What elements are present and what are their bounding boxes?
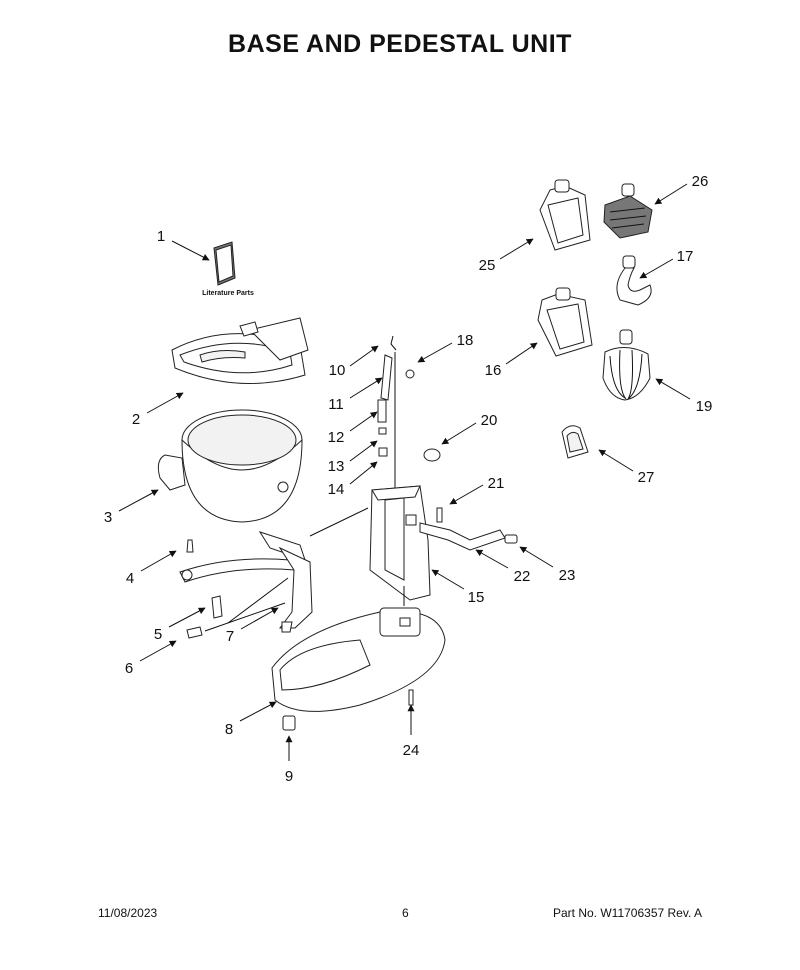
callout-number-13: 13 bbox=[328, 458, 345, 475]
callout-number-11: 11 bbox=[328, 396, 344, 413]
callout-number-6: 6 bbox=[125, 660, 133, 677]
footer-part-number: Part No. W11706357 Rev. A bbox=[553, 906, 702, 920]
footer-date: 11/08/2023 bbox=[98, 906, 158, 920]
callout-number-19: 19 bbox=[696, 398, 713, 415]
callout-number-27: 27 bbox=[638, 469, 655, 486]
callout-arrow-20 bbox=[441, 422, 477, 445]
callout-number-22: 22 bbox=[514, 568, 531, 585]
literature-booklet: Literature Parts bbox=[202, 241, 254, 297]
callout-arrow-6 bbox=[139, 640, 177, 662]
base-bolt bbox=[408, 689, 414, 706]
bowl-support bbox=[179, 531, 313, 633]
callout-number-2: 2 bbox=[132, 411, 140, 428]
callout-arrow-7 bbox=[240, 607, 279, 630]
callout-arrow-19 bbox=[655, 378, 691, 400]
callout-number-5: 5 bbox=[154, 626, 162, 643]
lift-crank bbox=[419, 507, 518, 551]
callout-arrow-16 bbox=[505, 342, 538, 365]
lift-collar bbox=[423, 448, 441, 462]
dough-hook bbox=[616, 255, 652, 306]
callout-number-20: 20 bbox=[481, 412, 498, 429]
page-title: BASE AND PEDESTAL UNIT bbox=[228, 30, 572, 58]
mixing-bowl bbox=[157, 409, 303, 523]
callout-number-14: 14 bbox=[328, 481, 345, 498]
callout-number-9: 9 bbox=[285, 768, 293, 785]
callout-arrow-22 bbox=[475, 549, 509, 569]
callout-arrow-10 bbox=[349, 345, 379, 367]
callout-arrow-11 bbox=[349, 377, 383, 399]
callout-arrow-21 bbox=[449, 484, 484, 505]
callout-arrow-5 bbox=[168, 607, 206, 628]
bracket-and-screw bbox=[186, 595, 223, 639]
callout-arrow-3 bbox=[118, 489, 159, 512]
footer-page-number: 6 bbox=[402, 906, 409, 920]
flex-edge-beater bbox=[537, 287, 593, 357]
callout-arrow-8 bbox=[239, 701, 277, 722]
callout-arrow-15 bbox=[431, 569, 465, 590]
scraper-beater bbox=[603, 183, 653, 239]
callout-arrow-27 bbox=[598, 449, 634, 472]
rubber-foot bbox=[282, 715, 296, 731]
callout-number-24: 24 bbox=[403, 742, 420, 759]
flat-beater bbox=[539, 179, 591, 251]
callout-arrow-13 bbox=[349, 440, 378, 462]
callout-arrow-12 bbox=[349, 411, 378, 432]
literature-label: Literature Parts bbox=[202, 290, 254, 297]
callout-arrow-2 bbox=[146, 392, 184, 414]
callout-number-17: 17 bbox=[677, 248, 694, 265]
callout-arrow-4 bbox=[140, 550, 177, 572]
callout-number-18: 18 bbox=[457, 332, 474, 349]
callout-number-4: 4 bbox=[126, 570, 134, 587]
callout-number-3: 3 bbox=[104, 509, 112, 526]
pedestal-column bbox=[369, 485, 431, 601]
callout-number-12: 12 bbox=[328, 429, 345, 446]
cover-plate bbox=[561, 425, 589, 459]
callout-arrow-14 bbox=[349, 461, 378, 485]
callout-number-1: 1 bbox=[157, 228, 165, 245]
callout-arrow-1 bbox=[171, 240, 210, 261]
callout-arrow-17 bbox=[639, 258, 674, 279]
callout-arrow-18 bbox=[417, 342, 453, 363]
callout-number-8: 8 bbox=[225, 721, 233, 738]
callout-number-25: 25 bbox=[479, 257, 496, 274]
mixer-base bbox=[271, 607, 446, 712]
pouring-shield bbox=[171, 317, 309, 385]
callout-number-21: 21 bbox=[488, 475, 505, 492]
callout-arrow-23 bbox=[519, 546, 554, 568]
linkage-stack bbox=[377, 335, 415, 500]
callout-number-16: 16 bbox=[485, 362, 502, 379]
callout-number-10: 10 bbox=[329, 362, 346, 379]
callout-arrow-26 bbox=[654, 183, 688, 205]
wire-whip bbox=[602, 329, 651, 401]
callout-number-23: 23 bbox=[559, 567, 576, 584]
callout-number-26: 26 bbox=[692, 173, 709, 190]
callout-arrow-25 bbox=[499, 238, 534, 260]
callout-number-15: 15 bbox=[468, 589, 485, 606]
callout-number-7: 7 bbox=[226, 628, 234, 645]
